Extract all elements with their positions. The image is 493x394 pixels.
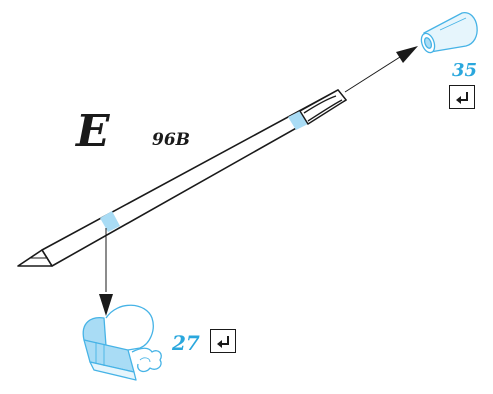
stylus-rod bbox=[17, 89, 347, 267]
callout-number-cap: 35 bbox=[452, 60, 478, 81]
rod-highlight-band-upper bbox=[288, 111, 308, 130]
leader-arrowhead-clip bbox=[99, 294, 113, 316]
clip-part bbox=[82, 304, 162, 381]
callout-return-box-cap[interactable] bbox=[449, 85, 475, 109]
view-letter-label: E bbox=[76, 106, 110, 157]
leader-line-cap bbox=[344, 56, 401, 93]
part-code-label: 96B bbox=[152, 130, 191, 150]
rod-end-cap bbox=[299, 89, 348, 125]
callout-number-clip: 27 bbox=[172, 331, 200, 355]
return-arrow-icon bbox=[456, 92, 468, 104]
return-arrow-icon bbox=[217, 336, 229, 348]
leader-arrowhead-cap bbox=[396, 46, 418, 63]
rod-highlight-band-lower bbox=[100, 211, 120, 232]
cap-part bbox=[420, 12, 478, 54]
callout-return-box-clip[interactable] bbox=[210, 329, 236, 353]
